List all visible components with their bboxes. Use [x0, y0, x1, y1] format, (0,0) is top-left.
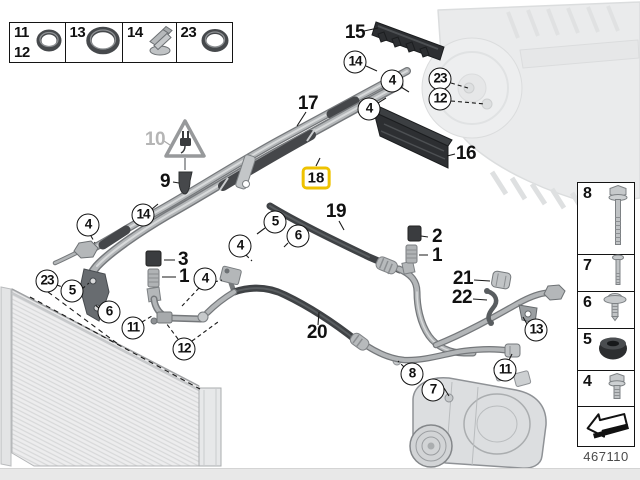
callout-bold-15[interactable]: 15: [344, 22, 366, 43]
callout-circle-4[interactable]: 4: [193, 267, 217, 291]
clamp-21: [491, 270, 512, 290]
sidebar-label: 8: [583, 185, 592, 202]
service-elbow-left: [145, 250, 205, 325]
callout-circle-5[interactable]: 5: [60, 279, 84, 303]
pipe-upper-insulation: [326, 96, 360, 119]
callout-circle-7[interactable]: 7: [421, 378, 445, 402]
callout-circle-14[interactable]: 14: [343, 50, 367, 74]
o-ring-large-icon: [85, 23, 121, 62]
pipe-suction-insulation: [218, 130, 316, 191]
footer-strip: [0, 468, 640, 480]
pressure-sensor-9: [178, 171, 193, 195]
callout-bold-3[interactable]: 3: [177, 249, 189, 270]
washer-screw-icon: [600, 292, 630, 329]
callout-circle-4[interactable]: 4: [380, 69, 404, 93]
callout-circle-23[interactable]: 23: [428, 67, 452, 91]
callout-bold-17[interactable]: 17: [297, 93, 319, 114]
callout-bold-2[interactable]: 2: [431, 226, 443, 247]
callout-circle-11[interactable]: 11: [493, 358, 517, 382]
sidebar-label: 7: [583, 256, 592, 274]
callout-circle-4[interactable]: 4: [357, 97, 381, 121]
legend-label: 13: [69, 24, 86, 41]
callout-circle-12[interactable]: 12: [428, 87, 452, 111]
rail-part-16: [373, 106, 453, 169]
sidebar-box-4[interactable]: 4: [577, 370, 635, 407]
cover-part-15: [371, 21, 445, 61]
sidebar-label: 5: [583, 330, 592, 348]
legend-cell-14[interactable]: 14: [123, 23, 177, 62]
direction-arrow-icon: [581, 406, 631, 447]
pipe-20-coupling: [349, 332, 370, 351]
callout-bold-20[interactable]: 20: [306, 322, 328, 343]
sidebar-label: 6: [583, 294, 592, 311]
o-ring-small-icon: [35, 26, 63, 59]
callout-circle-11[interactable]: 11: [121, 316, 145, 340]
pipe-20: [203, 280, 520, 364]
plate-number: 467110: [583, 449, 629, 464]
retaining-clamp-icon: [142, 22, 176, 63]
pipe-upper-fitting: [73, 240, 99, 259]
condenser: [0, 286, 222, 467]
callout-circle-23[interactable]: 23: [35, 269, 59, 293]
link-22: [486, 288, 499, 325]
callout-bold-16[interactable]: 16: [455, 143, 477, 164]
callout-circle-8[interactable]: 8: [400, 362, 424, 386]
callout-circle-4[interactable]: 4: [228, 234, 252, 258]
callout-circle-6[interactable]: 6: [97, 300, 121, 324]
callout-bold-1[interactable]: 1: [178, 266, 190, 287]
pipe-19-coupling: [375, 256, 398, 275]
callout-bold-19[interactable]: 19: [325, 201, 347, 222]
stud-bolt-icon: [610, 254, 626, 293]
callout-circle-12[interactable]: 12: [172, 337, 196, 361]
pipe-outlet: [432, 289, 556, 349]
callout-circle-5[interactable]: 5: [263, 210, 287, 234]
callout-bold-22[interactable]: 22: [451, 287, 473, 308]
callout-bold-1[interactable]: 1: [431, 245, 443, 266]
engine-faded: [421, 1, 640, 214]
warning-triangle-icon: [164, 119, 206, 158]
callout-muted-10[interactable]: 10: [144, 129, 166, 150]
callout-bold-9[interactable]: 9: [159, 171, 171, 192]
callout-circle-14[interactable]: 14: [131, 203, 155, 227]
rubber-grommet-icon: [596, 332, 630, 367]
o-ring-medium-icon: [200, 25, 230, 60]
clamp-11: [504, 343, 521, 358]
legend-cell-23[interactable]: 23: [177, 23, 233, 62]
callout-circle-6[interactable]: 6: [286, 224, 310, 248]
sidebar-direction-box: [577, 405, 635, 447]
legend-label: 14: [126, 24, 143, 41]
bolt-long-icon: [605, 183, 631, 254]
valve-cap-2: [407, 225, 422, 242]
callout-highlight-18[interactable]: 18: [301, 166, 331, 190]
legend-cell-11-12[interactable]: 11 12: [10, 23, 66, 62]
callout-bold-21[interactable]: 21: [452, 268, 474, 289]
leader-lines: [29, 27, 528, 397]
sidebar-box-8[interactable]: 8: [577, 182, 635, 255]
legend-label: 11: [14, 24, 29, 41]
sidebar-box-5[interactable]: 5: [577, 327, 635, 372]
pipe-20-end-ring: [197, 311, 209, 323]
legend-label: 23: [180, 24, 197, 41]
pipe-bracket-tab: [235, 154, 256, 190]
callout-circle-13[interactable]: 13: [524, 318, 548, 342]
callout-circle-4[interactable]: 4: [76, 213, 100, 237]
flange-bolt: [543, 284, 566, 301]
legend-label: 12: [14, 44, 30, 61]
bolt-short-icon: [606, 371, 628, 406]
legend-cell-13[interactable]: 13: [66, 23, 123, 62]
legend-table: 11 12 13 14 23: [9, 22, 233, 63]
sidebar-label: 4: [583, 373, 592, 390]
sidebar-box-7[interactable]: 7: [577, 253, 635, 293]
